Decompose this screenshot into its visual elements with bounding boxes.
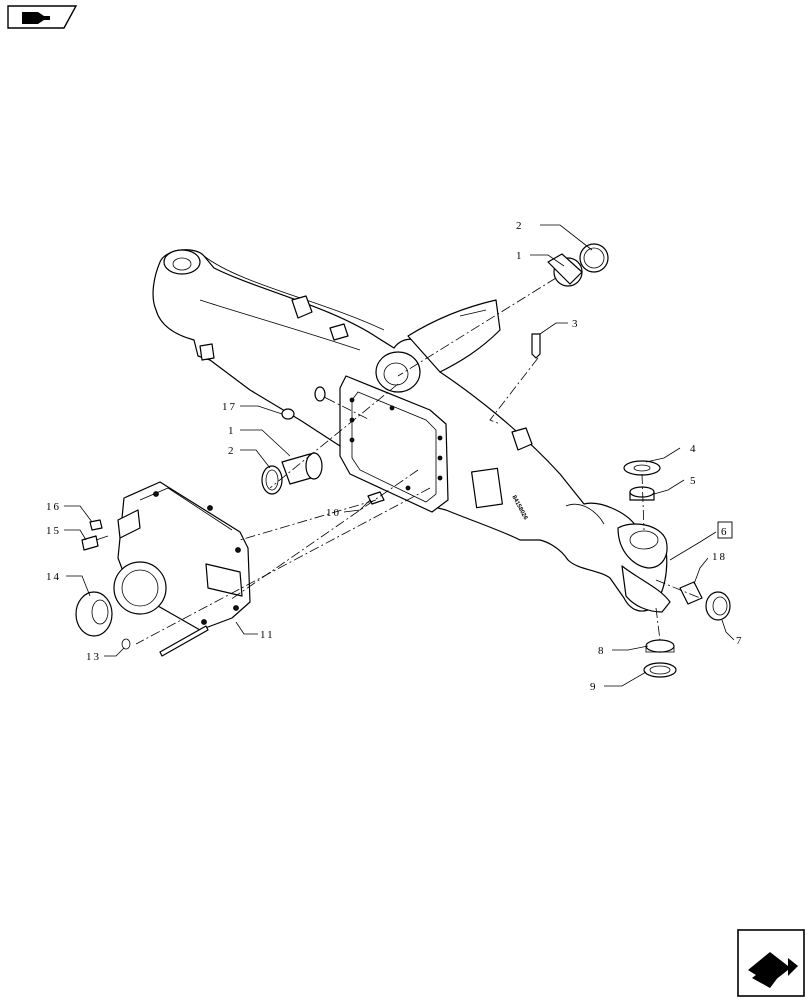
leader-lines: [64, 224, 735, 687]
callout-10: 10: [326, 507, 341, 519]
screw-13: [121, 625, 209, 657]
callout-8: 8: [598, 645, 606, 657]
callout-1: 1: [228, 425, 236, 437]
plug-17: [281, 386, 327, 420]
bolt-16: [89, 519, 103, 531]
callout-14: 14: [46, 571, 61, 583]
callout-13: 13: [86, 651, 101, 663]
callout-2: 2: [228, 445, 236, 457]
callout-3: 3: [572, 318, 580, 330]
bolt-15: [81, 535, 109, 551]
washer-4: [623, 460, 661, 476]
flange-housing: [113, 481, 251, 631]
folder-return-icon[interactable]: [7, 5, 78, 29]
callout-11: 11: [260, 629, 275, 641]
axle-housing: 84158026: [152, 249, 671, 613]
callout-9: 9: [590, 681, 598, 693]
bearing-5: [629, 486, 655, 501]
callout-17: 17: [222, 401, 237, 413]
callout-18: 18: [712, 551, 727, 563]
callout-15: 15: [46, 525, 61, 537]
pin-10: [367, 491, 385, 505]
grease-fitting-3: [531, 333, 541, 359]
bushing-1-upper: [547, 253, 583, 287]
callout-labels: 2 1 3 17 1 2 4 5 6 16 15 10 18 14 7 11 8…: [46, 220, 744, 693]
callout-1: 1: [516, 250, 524, 262]
callout-16: 16: [46, 501, 61, 513]
callout-7: 7: [736, 635, 744, 647]
callout-5: 5: [690, 475, 698, 487]
shim-9: [643, 662, 677, 678]
bearing-8: [645, 639, 675, 653]
seal-ring-2-lower: [261, 465, 283, 495]
next-page-icon[interactable]: [737, 929, 805, 997]
seal-7: [705, 591, 731, 621]
bushing-1-lower: [281, 452, 323, 485]
callout-6-box: [717, 521, 733, 539]
bushing-18: [679, 581, 703, 605]
callout-2: 2: [516, 220, 524, 232]
seal-ring-2-upper: [579, 243, 609, 273]
assembly-axes: [135, 277, 701, 645]
callout-6: 6: [721, 526, 729, 538]
callout-4: 4: [690, 443, 698, 455]
cap-14: [75, 591, 113, 637]
